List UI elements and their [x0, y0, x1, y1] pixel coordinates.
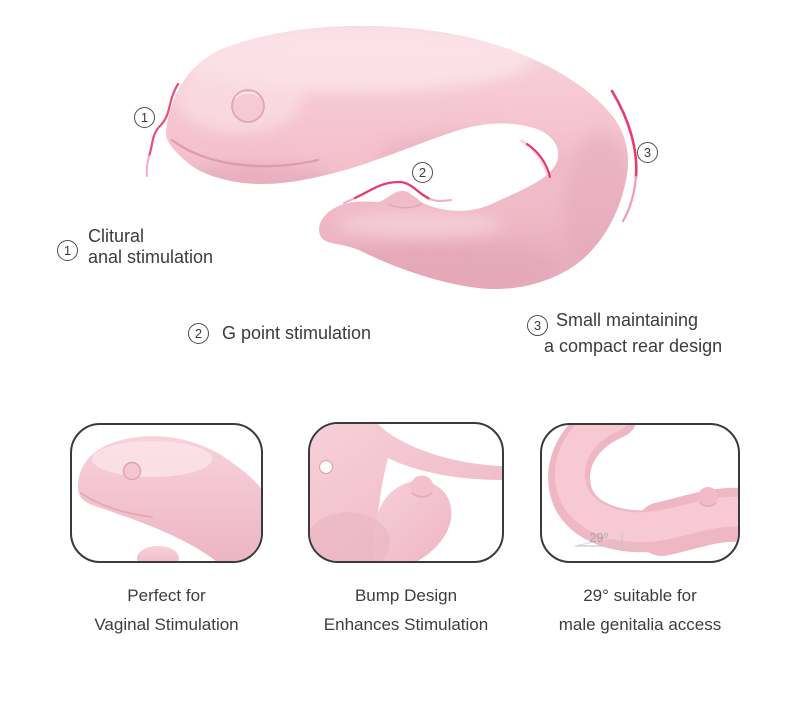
panel-1-caption: Perfect for Vaginal Stimulation [70, 582, 263, 639]
callout-1-line-1: Clitural [88, 226, 145, 246]
callout-3-line-1: Small maintaining [556, 310, 699, 330]
callout-1-line-2: anal stimulation [88, 247, 214, 267]
panel-1-image [78, 436, 261, 561]
panel-3-angle-label: 29° [590, 531, 609, 545]
panel-2-image [310, 424, 502, 561]
figure-marker-2: 2 [412, 162, 433, 183]
control-button [231, 89, 265, 123]
panel-1-lower-nub [137, 546, 179, 561]
panel-1-caption-line-2: Vaginal Stimulation [94, 614, 239, 634]
panel-3-image: 29° [548, 425, 738, 556]
panel-bump-design [308, 422, 504, 563]
device-body [166, 25, 629, 290]
callout-3-badge: 3 [527, 315, 548, 336]
callout-2-label: G point stimulation [222, 323, 371, 344]
panel-3-caption: 29° suitable for male genitalia access [540, 582, 740, 639]
callout-1-number: 1 [63, 243, 72, 258]
panel-2-caption-line-2: Enhances Stimulation [323, 614, 489, 634]
callout-2-badge: 2 [188, 323, 209, 344]
panel-2-charging-hole [318, 459, 334, 475]
figure-marker-2-number: 2 [418, 165, 427, 180]
swoosh-3 [610, 89, 638, 179]
panel-3-caption-line-2: male genitalia access [558, 614, 722, 634]
panel-3-hook-shape [548, 425, 738, 556]
callout-1-label: Clitural anal stimulation [88, 226, 213, 268]
accent-swooshes [145, 82, 638, 223]
callout-3-number: 3 [533, 318, 542, 333]
callout-3-line-2: a compact rear design [544, 336, 723, 356]
bump-crease [388, 203, 422, 209]
panel-3-caption-line-1: 29° suitable for [583, 586, 697, 605]
panel-2-caption: Bump Design Enhances Stimulation [308, 582, 504, 639]
product-figure [145, 25, 638, 290]
swoosh-inner [526, 143, 551, 178]
panel-vaginal-stimulation [70, 423, 263, 563]
panel-1-caption-line-1: Perfect for [127, 586, 206, 605]
panel-3-angle-annotation: 29° [574, 531, 641, 547]
head-crease [170, 138, 320, 168]
callout-1-badge: 1 [57, 240, 78, 261]
callout-3-label: Small maintaining a compact rear design [544, 307, 722, 359]
swoosh-2 [353, 180, 432, 201]
panel-2-caption-line-1: Bump Design [354, 586, 458, 605]
figure-marker-3-number: 3 [643, 145, 652, 160]
swoosh-1 [147, 82, 180, 158]
panel-2-finger-shape [373, 481, 452, 561]
panel-1-control-button [122, 461, 142, 481]
panel-3-nub [698, 487, 718, 507]
panel-2-bump [410, 475, 434, 499]
figure-marker-3: 3 [637, 142, 658, 163]
figure-marker-1: 1 [134, 107, 155, 128]
figure-marker-1-number: 1 [140, 110, 149, 125]
callout-2-line-1: G point stimulation [222, 323, 372, 343]
panel-angle-design: 29° [540, 423, 740, 563]
callout-2-number: 2 [194, 326, 203, 341]
panel-2-body-shape [310, 424, 502, 561]
